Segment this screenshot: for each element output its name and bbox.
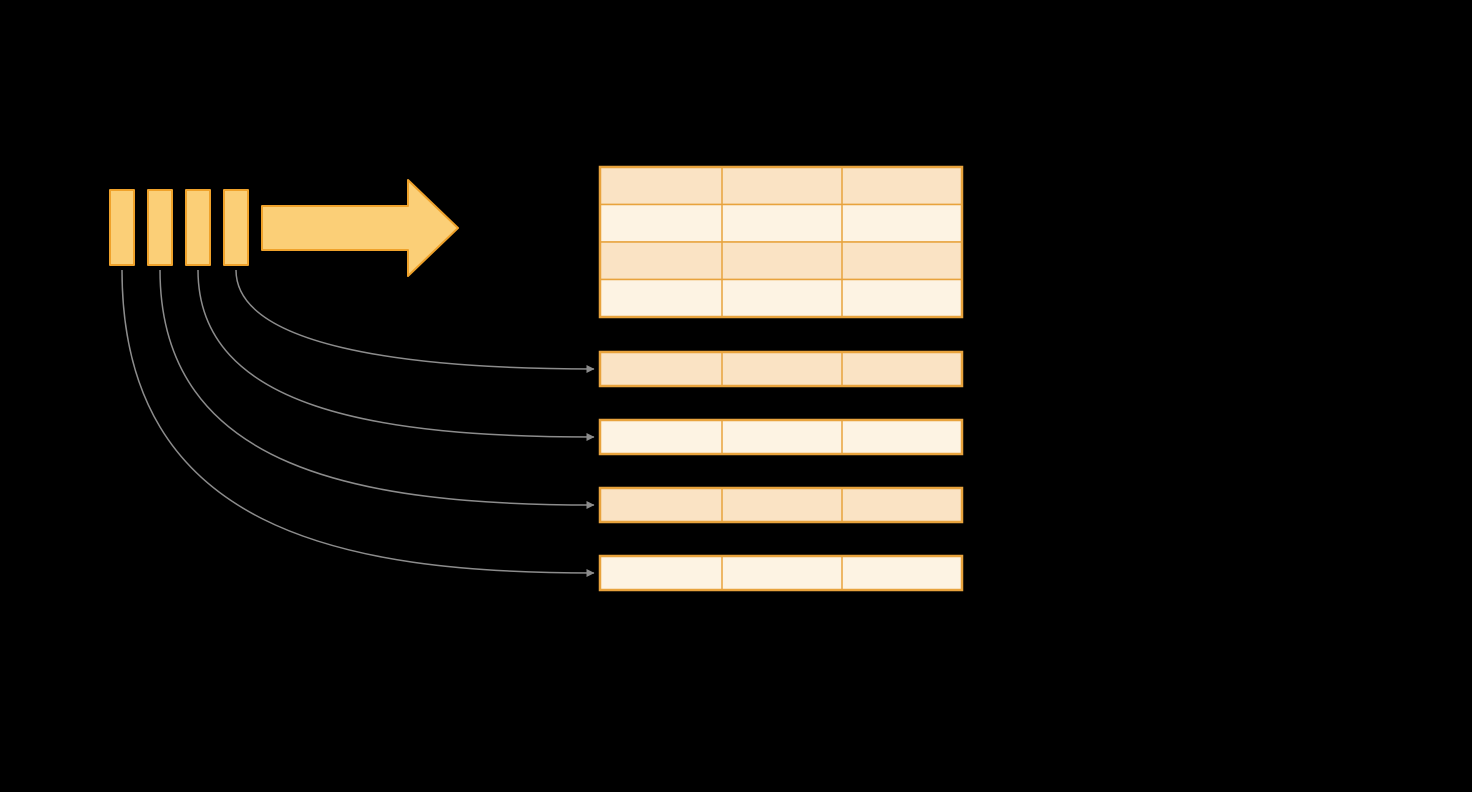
connector-arrow-2 <box>197 269 595 441</box>
row-table-3-body <box>599 487 963 523</box>
row-table-3 <box>598 486 964 524</box>
row-table-1 <box>598 350 964 388</box>
connector-group <box>121 269 595 577</box>
source-bar-stack <box>109 189 249 266</box>
main-table <box>598 165 964 319</box>
connector-arrow-1 <box>235 269 595 373</box>
main-table-row-3 <box>599 241 963 281</box>
row-table-4-body <box>599 555 963 591</box>
source-bar-3 <box>185 189 211 266</box>
row-table-1-body <box>599 351 963 387</box>
row-table-4 <box>598 554 964 592</box>
row-table-3-outline <box>598 486 964 524</box>
source-bar-1 <box>109 189 135 266</box>
row-table-1-outline <box>598 350 964 388</box>
row-table-4-outline <box>598 554 964 592</box>
row-table-2-outline <box>598 418 964 456</box>
source-bar-4 <box>223 189 249 266</box>
main-table-row-4 <box>599 278 963 318</box>
main-table-row-2 <box>599 203 963 243</box>
main-table-row-1 <box>599 166 963 206</box>
row-table-2-body <box>599 419 963 455</box>
source-bar-2 <box>147 189 173 266</box>
main-table-outline <box>598 165 964 319</box>
row-table-2 <box>598 418 964 456</box>
connector-arrow-3 <box>159 269 595 509</box>
connector-arrow-4 <box>121 269 595 577</box>
merge-arrow-icon <box>261 179 459 277</box>
